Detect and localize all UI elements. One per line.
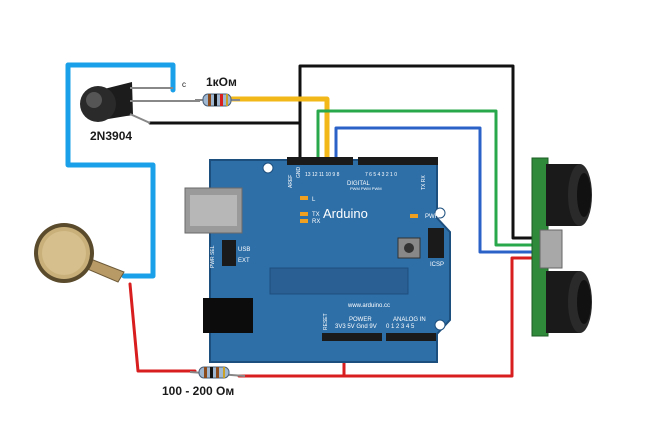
analog-label: ANALOG IN — [393, 317, 426, 323]
reset-label: RESET — [323, 313, 329, 330]
resistor-top-label: 1кОм — [206, 75, 237, 89]
wire-blue-light — [65, 62, 176, 279]
pwr-sel-label: PWR SEL — [210, 245, 216, 268]
arduino-board — [184, 157, 451, 363]
wire-red-2 — [237, 256, 534, 378]
led-l-label: L — [312, 197, 316, 203]
transistor — [80, 82, 200, 124]
ext-label: EXT — [238, 258, 250, 264]
wire-blue — [334, 126, 534, 254]
digital-pins-label-2: 7 6 5 4 3 2 1 0 — [365, 172, 397, 178]
piezo-buzzer — [34, 223, 125, 283]
resistor-bottom-label: 100 - 200 Ом — [162, 384, 235, 398]
board-url: www.arduino.cc — [347, 303, 390, 309]
power-label: POWER — [349, 317, 372, 323]
digital-pins-label: 13 12 11 10 9 8 — [305, 172, 340, 178]
pwr-led-label: PWR — [425, 214, 440, 220]
icsp-label: ICSP — [430, 262, 444, 268]
analog-pins-label: 0 1 2 3 4 5 — [386, 324, 415, 330]
board-name: Arduino — [323, 206, 368, 221]
wire-yellow — [229, 96, 330, 163]
transistor-label: 2N3904 — [90, 129, 133, 143]
wire-red — [128, 282, 197, 373]
txrx-label: TX RX — [421, 175, 427, 190]
ultrasonic-sensor — [531, 157, 592, 337]
led-rx-label: RX — [312, 219, 320, 225]
pwm-label: PWM PWM PWM — [350, 186, 382, 191]
gnd-pin-label: GND — [296, 167, 302, 179]
usb-label: USB — [238, 247, 250, 253]
resistor-bottom — [189, 366, 246, 379]
led-tx-label: TX — [312, 212, 320, 218]
wire-black-gnd — [148, 64, 534, 240]
transistor-pin-label: c — [182, 80, 186, 89]
wire-green — [316, 109, 534, 247]
aref-label: AREF — [288, 175, 294, 188]
digital-label: DIGITAL — [347, 181, 371, 187]
power-pins-label: 3V3 5V Gnd 9V — [335, 324, 377, 330]
resistor-top — [195, 93, 240, 107]
